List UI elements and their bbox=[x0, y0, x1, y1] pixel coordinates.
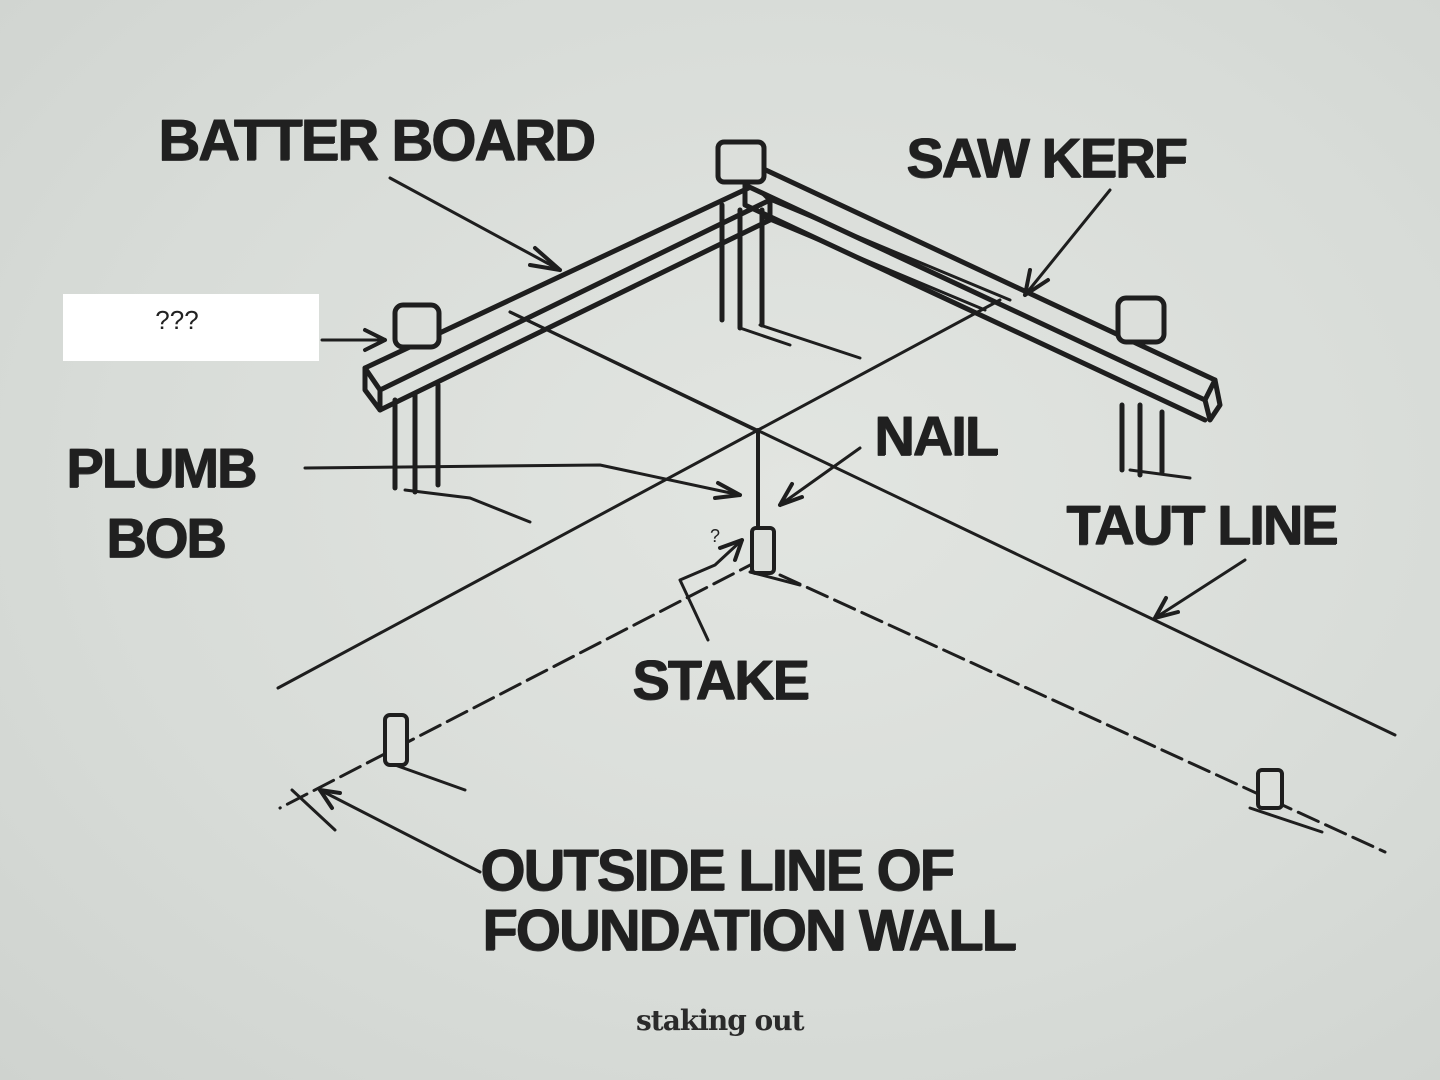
front-stake-right bbox=[1248, 768, 1324, 834]
answer-blank-box[interactable]: ??? bbox=[63, 294, 319, 361]
batter-board-left bbox=[362, 182, 773, 413]
label-saw-kerf: SAW KERF bbox=[906, 126, 1188, 189]
batter-board-right bbox=[742, 162, 1223, 423]
answer-blank-text: ??? bbox=[155, 305, 199, 335]
corner-stake-back bbox=[715, 139, 862, 360]
label-taut-line: TAUT LINE bbox=[1066, 493, 1338, 556]
label-outside-line-of: OUTSIDE LINE OF bbox=[480, 838, 955, 903]
label-stake: STAKE bbox=[632, 648, 810, 711]
caption: staking out bbox=[636, 1004, 805, 1037]
label-nail: NAIL bbox=[874, 404, 999, 467]
label-bob: BOB bbox=[106, 506, 226, 569]
label-foundation-wall: FOUNDATION WALL bbox=[482, 898, 1017, 963]
foundation-outline bbox=[278, 558, 1387, 854]
label-plumb: PLUMB bbox=[66, 436, 257, 499]
center-stake bbox=[748, 526, 802, 587]
label-batter-board: BATTER BOARD bbox=[158, 108, 596, 173]
corner-stake-right bbox=[1115, 295, 1192, 480]
taut-lines bbox=[276, 198, 1397, 737]
front-stake-left bbox=[383, 713, 467, 792]
small-question-mark: ? bbox=[710, 526, 721, 546]
leader-arrows bbox=[290, 176, 1247, 874]
corner-stake-left bbox=[392, 302, 532, 524]
